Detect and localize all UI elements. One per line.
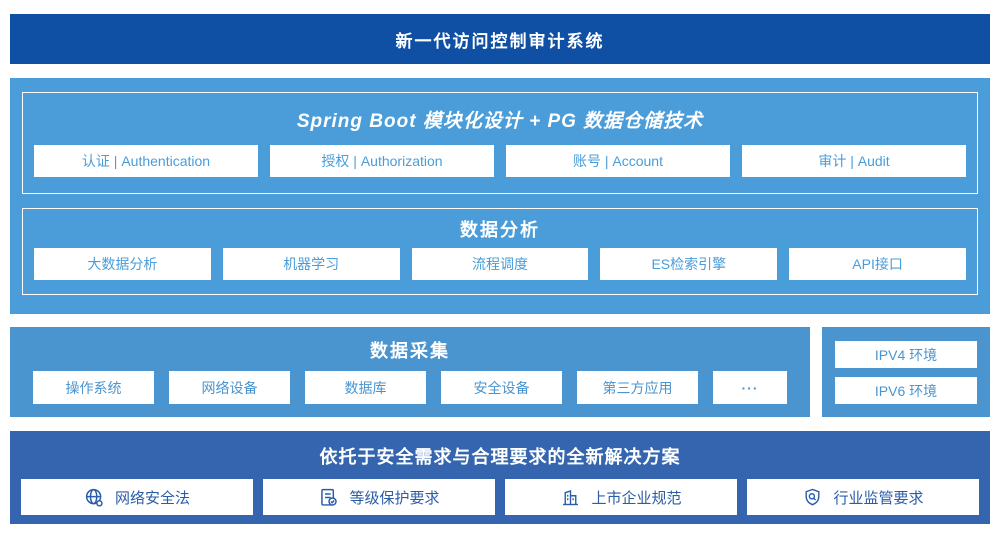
buildings-icon: [560, 487, 581, 508]
chip-label: 网络安全法: [114, 489, 190, 507]
collection-section: 数据采集 操作系统 网络设备 数据库 安全设备 第三方应用 ···: [10, 327, 810, 417]
chip-bigdata-analysis: 大数据分析: [34, 248, 211, 280]
chip-third-party-app: 第三方应用: [577, 371, 698, 404]
chip-machine-learning: 机器学习: [222, 248, 400, 280]
chip-account: 账号 | Account: [506, 145, 730, 177]
shield-magnifier-icon: [802, 487, 823, 508]
system-title-banner: 新一代访问控制审计系统: [10, 14, 990, 64]
chip-flow-scheduling: 流程调度: [411, 248, 589, 280]
chip-audit: 审计 | Audit: [742, 145, 966, 177]
system-title: 新一代访问控制审计系统: [395, 31, 605, 51]
analysis-box: 数据分析 大数据分析 机器学习 流程调度 ES检索引擎 API接口: [22, 208, 978, 295]
framework-chip-row: 认证 | Authentication 授权 | Authorization 账…: [23, 145, 977, 177]
chip-classified-protection: 等级保护要求: [263, 479, 495, 515]
chip-authentication: 认证 | Authentication: [34, 145, 258, 177]
solution-title: 依托于安全需求与合理要求的全新解决方案: [319, 447, 681, 467]
analysis-title: 数据分析: [460, 220, 540, 240]
framework-box: Spring Boot 模块化设计 + PG 数据仓储技术 认证 | Authe…: [22, 92, 978, 194]
chip-database: 数据库: [305, 371, 426, 404]
chip-label: 上市企业规范: [591, 489, 682, 507]
analysis-chip-row: 大数据分析 机器学习 流程调度 ES检索引擎 API接口: [23, 248, 977, 280]
chip-label: 等级保护要求: [349, 489, 440, 507]
chip-network-security-law: 网络安全法: [21, 479, 253, 515]
collection-row: 数据采集 操作系统 网络设备 数据库 安全设备 第三方应用 ··· IPV4 环…: [10, 327, 990, 417]
chip-api-interface: API接口: [789, 248, 966, 280]
chip-ellipsis: ···: [713, 371, 787, 404]
document-check-icon: [318, 487, 339, 508]
chip-es-search-engine: ES检索引擎: [600, 248, 778, 280]
chip-industry-regulation: 行业监管要求: [747, 479, 979, 515]
chip-ipv4-environment: IPV4 环境: [835, 341, 977, 368]
globe-icon: [84, 487, 105, 508]
chip-listed-company-standard: 上市企业规范: [505, 479, 737, 515]
solution-chip-row: 网络安全法 等级保护要求: [10, 479, 990, 515]
chip-authorization: 授权 | Authorization: [270, 145, 494, 177]
environments-section: IPV4 环境 IPV6 环境: [822, 327, 990, 417]
framework-title: Spring Boot 模块化设计 + PG 数据仓储技术: [296, 111, 704, 132]
solution-section: 依托于安全需求与合理要求的全新解决方案 网络安全法: [10, 431, 990, 524]
chip-ipv6-environment: IPV6 环境: [835, 377, 977, 404]
collection-chip-row: 操作系统 网络设备 数据库 安全设备 第三方应用 ···: [10, 371, 810, 404]
chip-network-device: 网络设备: [169, 371, 290, 404]
chip-label: 行业监管要求: [833, 489, 924, 507]
chip-security-device: 安全设备: [441, 371, 562, 404]
collection-title: 数据采集: [370, 341, 450, 361]
platform-section: Spring Boot 模块化设计 + PG 数据仓储技术 认证 | Authe…: [10, 78, 990, 314]
chip-operating-system: 操作系统: [33, 371, 154, 404]
